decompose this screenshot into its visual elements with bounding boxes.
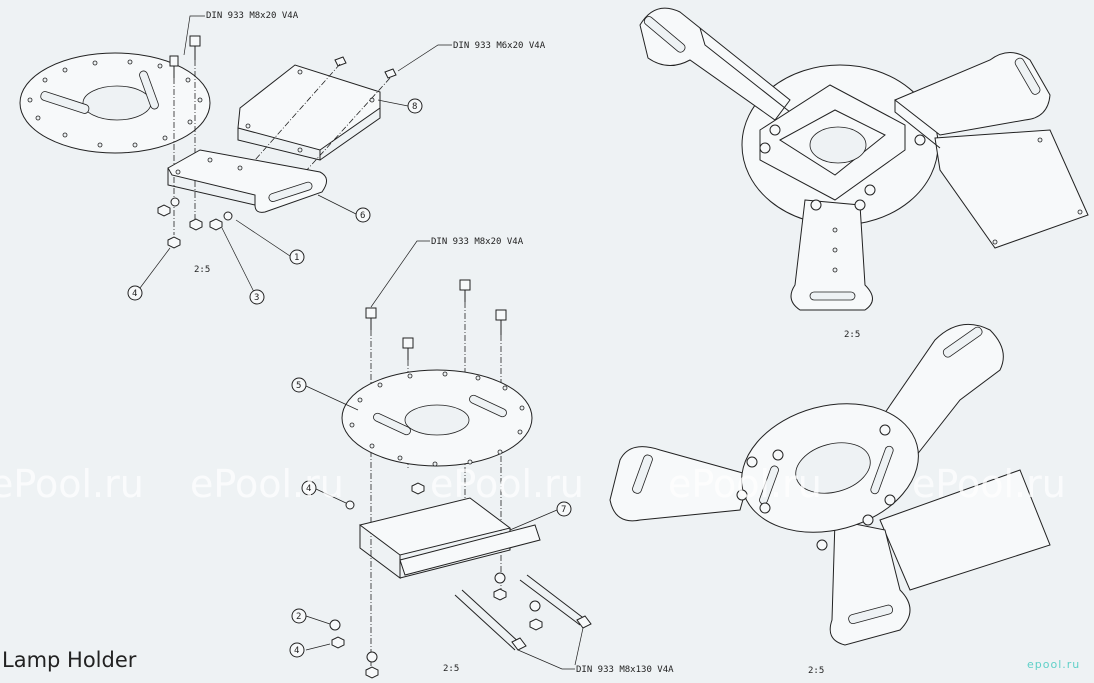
watermark-2: ePool.ru xyxy=(190,462,344,506)
watermark-1: ePool.ru xyxy=(0,462,144,506)
callout-4b: 4 xyxy=(306,484,311,494)
exploded-view-top-left xyxy=(19,15,452,305)
assembled-view-bottom-right xyxy=(609,323,1051,646)
page-title: Lamp Holder xyxy=(2,648,137,672)
label-bolt-long: DIN 933 M8x130 V4A xyxy=(576,665,674,675)
callout-1: 1 xyxy=(294,253,299,263)
exploded-view-center xyxy=(289,240,592,679)
brand-logo: epool.ru xyxy=(1027,658,1081,671)
label-bolt-m6: DIN 933 M6x20 V4A xyxy=(453,41,546,51)
watermark-4: ePool.ru xyxy=(668,462,822,506)
callout-8: 8 xyxy=(412,102,417,112)
label-bolt-center: DIN 933 M8x20 V4A xyxy=(431,237,524,247)
callout-7: 7 xyxy=(561,505,566,515)
callout-2: 2 xyxy=(296,612,301,622)
watermarks: ePool.ru ePool.ru ePool.ru ePool.ru ePoo… xyxy=(0,462,1066,506)
watermark-3: ePool.ru xyxy=(430,462,584,506)
scale-label-2: 2:5 xyxy=(844,330,860,340)
callout-3: 3 xyxy=(254,293,259,303)
scale-label-3: 2:5 xyxy=(443,664,459,674)
callout-4a: 4 xyxy=(132,289,137,299)
watermark-5: ePool.ru xyxy=(912,462,1066,506)
assembled-view-top-right xyxy=(639,7,1089,311)
label-bolt-top-left: DIN 933 M8x20 V4A xyxy=(206,11,299,21)
scale-label-1: 2:5 xyxy=(194,265,210,275)
callout-4c: 4 xyxy=(294,646,299,656)
callout-5: 5 xyxy=(296,381,301,391)
scale-label-4: 2:5 xyxy=(808,666,824,676)
callout-6: 6 xyxy=(360,211,365,221)
